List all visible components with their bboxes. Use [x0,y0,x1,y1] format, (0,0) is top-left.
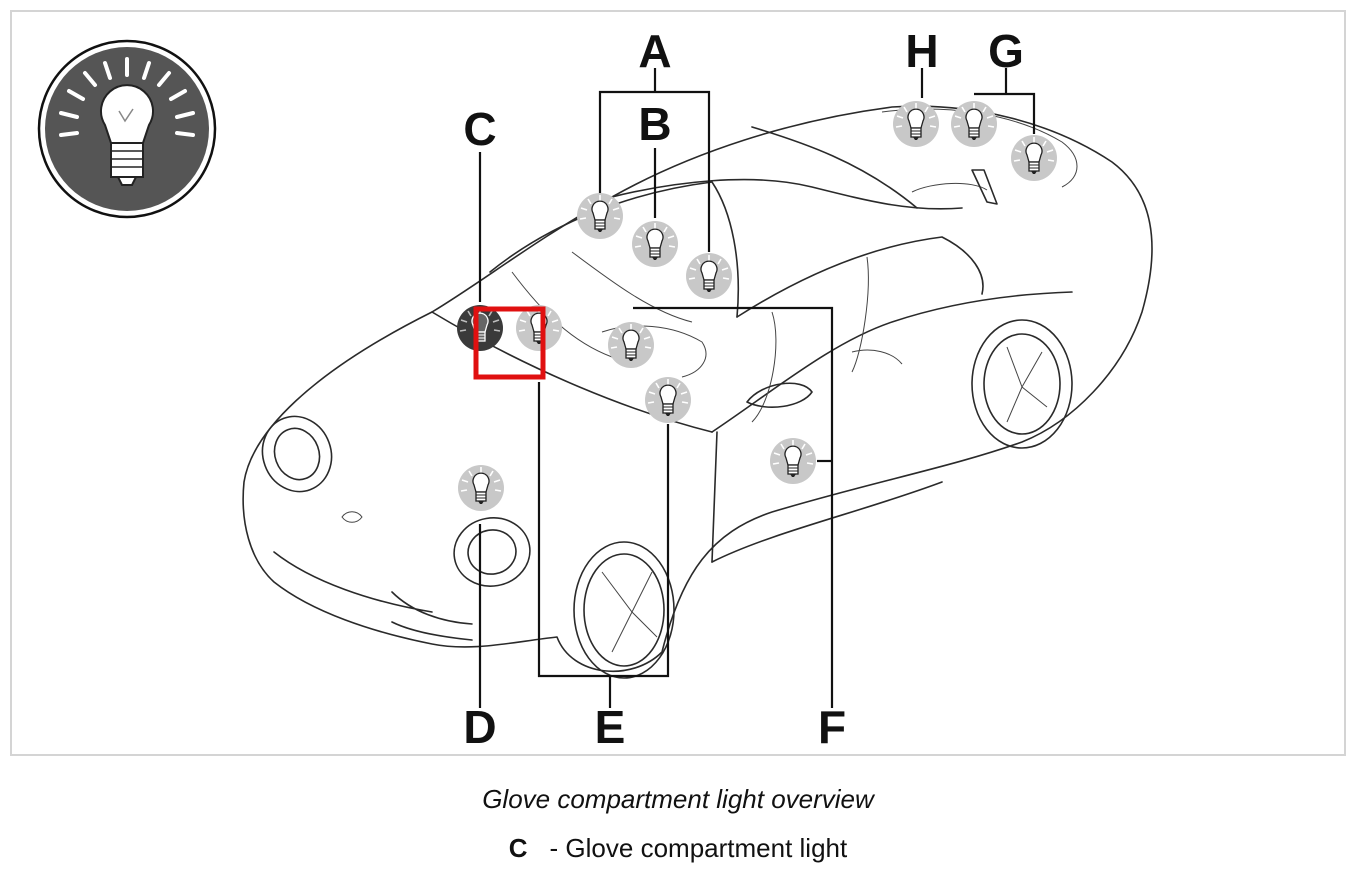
light-bulb-icon [457,464,505,512]
light-bulb-icon [644,376,692,424]
callout-labels: A B C D E F G H [463,25,1024,753]
diagram-frame: A B C D E F G H [10,10,1346,756]
callout-g: G [988,25,1024,77]
callout-b: B [638,98,671,150]
car-illustration [242,105,1153,679]
leader-lines [478,68,1036,708]
highlight-box [473,306,546,380]
light-bulb-icon [631,220,679,268]
glove-compartment-light-icon [456,304,504,352]
callout-d: D [463,701,496,753]
car-lighting-diagram: A B C D E F G H [37,25,1153,753]
light-bulb-icon [685,252,733,300]
light-bulb-icon [892,100,940,148]
callout-f: F [818,701,846,753]
callout-e: E [595,701,626,753]
callout-c: C [463,103,496,155]
legend-key: C [508,833,528,863]
legend-text: - Glove compartment light [549,833,848,863]
light-bulb-icon [769,437,817,485]
light-bulb-icon [576,192,624,240]
figure-caption-title: Glove compartment light overview [482,784,874,814]
light-bulb-icon [607,321,655,369]
light-bulb-badge-icon [37,39,217,219]
light-bulb-icon [1010,134,1058,182]
light-bulb-icon [515,304,563,352]
figure-legend: C - Glove compartment light [0,833,1356,864]
bulb-markers [456,100,1058,512]
light-bulb-icon [950,100,998,148]
callout-h: H [905,25,938,77]
callout-a: A [638,25,671,77]
